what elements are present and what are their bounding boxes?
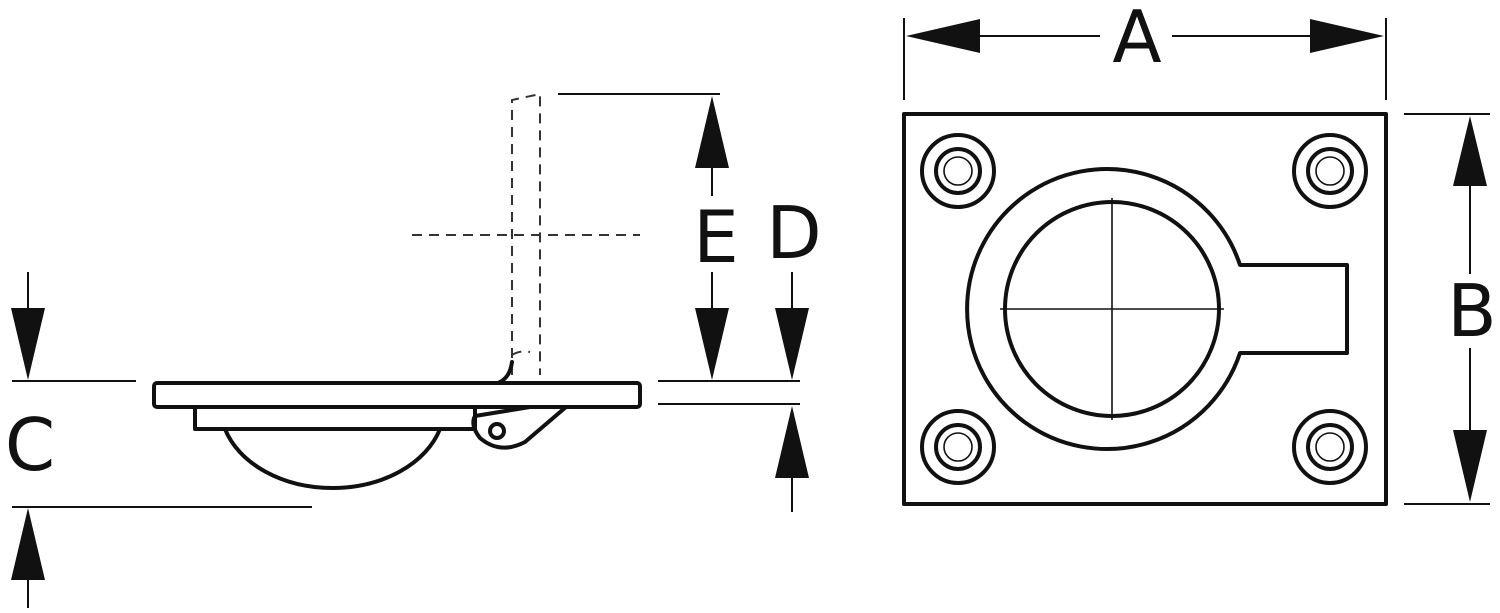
label-d: D — [766, 191, 821, 275]
label-c: C — [5, 403, 55, 487]
dimension-c: C — [5, 272, 312, 608]
dimension-e-arrow-up — [695, 96, 729, 168]
cup-dome — [223, 427, 442, 490]
mounting-hole-bottom-left — [920, 409, 996, 485]
dimension-b: B — [1404, 113, 1497, 505]
mounting-hole-top-left — [920, 133, 996, 209]
label-b: B — [1447, 269, 1496, 353]
ring-recess-outline — [965, 167, 1349, 451]
top-view — [902, 112, 1388, 506]
dimension-c-arrow-up — [11, 508, 45, 580]
dimension-e: E — [558, 93, 800, 382]
base-plate — [902, 112, 1388, 506]
side-view — [152, 92, 642, 490]
dimension-a-arrow-right — [1310, 19, 1384, 53]
label-a: A — [1112, 0, 1161, 79]
dimension-d: D — [658, 191, 822, 512]
hinge-tab — [471, 405, 568, 450]
dimension-b-arrow-up — [1453, 116, 1487, 186]
mounting-hole-bottom-right — [1292, 409, 1368, 485]
hinge-pin — [488, 422, 506, 440]
label-e: E — [693, 195, 739, 279]
dimension-d-arrow-down — [775, 308, 809, 380]
under-plate — [193, 405, 477, 431]
mounting-hole-top-right — [1292, 133, 1368, 209]
dimension-d-arrow-up — [775, 406, 809, 478]
dimension-e-arrow-down — [695, 308, 729, 380]
dimension-c-arrow-down — [11, 308, 45, 380]
dimension-a: A — [903, 0, 1387, 100]
top-plate — [152, 381, 642, 409]
hinge-joint-curve — [496, 360, 514, 385]
raised-handle-hinge-curve — [511, 350, 531, 356]
dimension-b-arrow-down — [1453, 430, 1487, 502]
dimension-a-arrow-left — [906, 19, 980, 53]
